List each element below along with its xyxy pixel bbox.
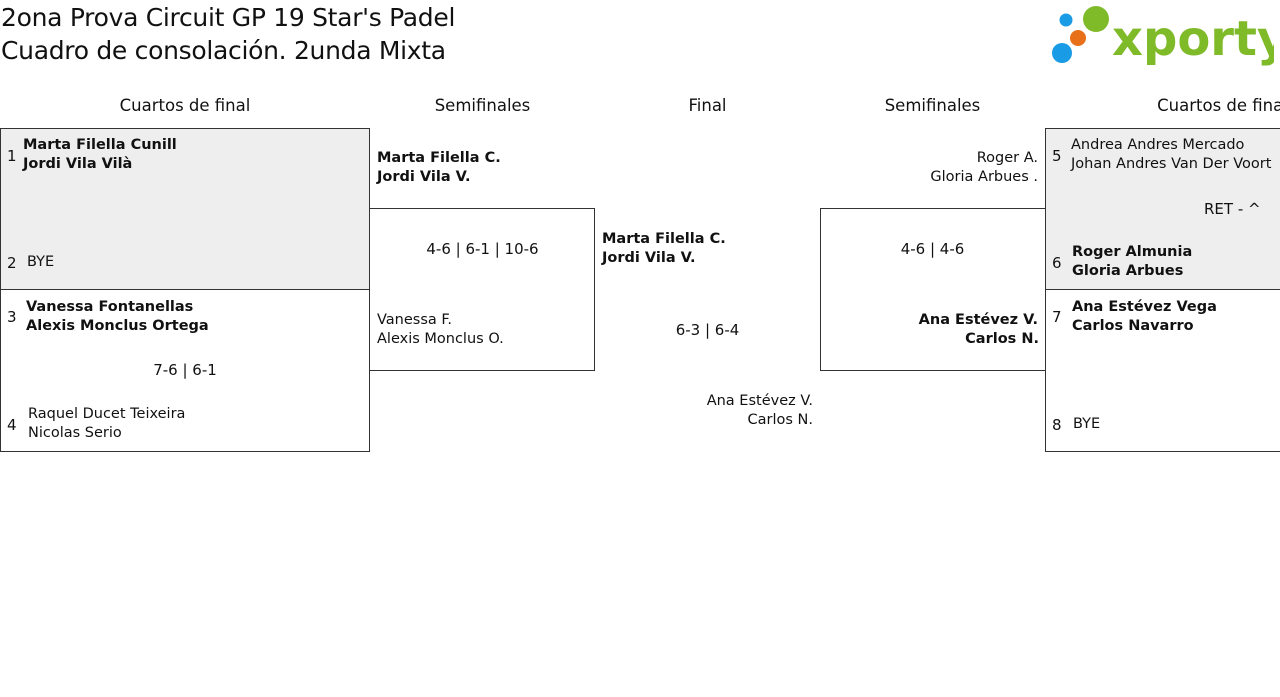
team-name: Alexis Monclus O. — [377, 331, 504, 347]
team-name: Ana Estévez V. — [918, 312, 1038, 328]
player-name: Marta Filella Cunill — [23, 137, 177, 153]
match-score: 4-6 | 6-1 | 10-6 — [426, 240, 539, 258]
player-name: Gloria Arbues — [1072, 263, 1184, 279]
left-quarter-match-1[interactable] — [0, 128, 370, 290]
page-title: 2ona Prova Circuit GP 19 Star's Padel — [1, 3, 456, 32]
match-score: 7-6 | 6-1 — [153, 361, 217, 379]
round-title-left-quarters: Cuartos de final — [119, 96, 251, 115]
round-title-left-semis: Semifinales — [434, 96, 531, 115]
player-name: Andrea Andres Mercado — [1071, 137, 1245, 153]
seed-number: 3 — [7, 308, 17, 326]
final-team-name: Ana Estévez V. — [706, 393, 813, 409]
player-name: Johan Andres Van Der Voort — [1071, 156, 1272, 172]
final-team-name: Marta Filella C. — [602, 231, 726, 247]
team-name: Vanessa F. — [377, 312, 453, 328]
player-name: Ana Estévez Vega — [1072, 299, 1217, 315]
seed-number: 4 — [7, 416, 17, 434]
final-team-name: Jordi Vila V. — [602, 250, 696, 266]
round-title-right-quarters: Cuartos de final — [1157, 96, 1280, 115]
player-name: Alexis Monclus Ortega — [26, 318, 209, 334]
team-name: Marta Filella C. — [377, 150, 501, 166]
player-name: Jordi Vila Vilà — [23, 156, 133, 172]
player-name: Carlos Navarro — [1072, 318, 1194, 334]
team-name: Roger A. — [976, 150, 1038, 166]
player-name-bye: BYE — [1073, 416, 1101, 432]
match-score-retired: RET - ^ — [1204, 200, 1261, 218]
right-quarter-match-2[interactable] — [1045, 289, 1280, 452]
seed-number: 8 — [1052, 416, 1062, 434]
team-name: Jordi Vila V. — [377, 169, 471, 185]
final-score: 6-3 | 6-4 — [675, 321, 740, 339]
logo-text: xporty — [1112, 11, 1274, 67]
round-title-final: Final — [688, 96, 727, 115]
logo-dots-icon: xporty — [1052, 6, 1280, 67]
left-semi-match[interactable] — [369, 208, 595, 371]
team-name: Gloria Arbues . — [930, 169, 1038, 185]
match-score: 4-6 | 4-6 — [900, 240, 965, 258]
seed-number: 7 — [1052, 308, 1062, 326]
player-name-bye: BYE — [27, 254, 55, 270]
right-quarter-match-1[interactable] — [1045, 128, 1280, 290]
player-name: Vanessa Fontanellas — [26, 299, 194, 315]
seed-number: 2 — [7, 254, 17, 272]
xporty-logo[interactable]: xporty — [1052, 5, 1280, 67]
seed-number: 1 — [7, 147, 17, 165]
seed-number: 6 — [1052, 254, 1062, 272]
round-title-right-semis: Semifinales — [884, 96, 981, 115]
player-name: Roger Almunia — [1072, 244, 1193, 260]
player-name: Nicolas Serio — [28, 425, 122, 441]
seed-number: 5 — [1052, 147, 1062, 165]
final-team-name: Carlos N. — [747, 412, 814, 428]
player-name: Raquel Ducet Teixeira — [28, 406, 186, 422]
team-name: Carlos N. — [965, 331, 1039, 347]
page-subtitle: Cuadro de consolación. 2unda Mixta — [1, 36, 446, 65]
